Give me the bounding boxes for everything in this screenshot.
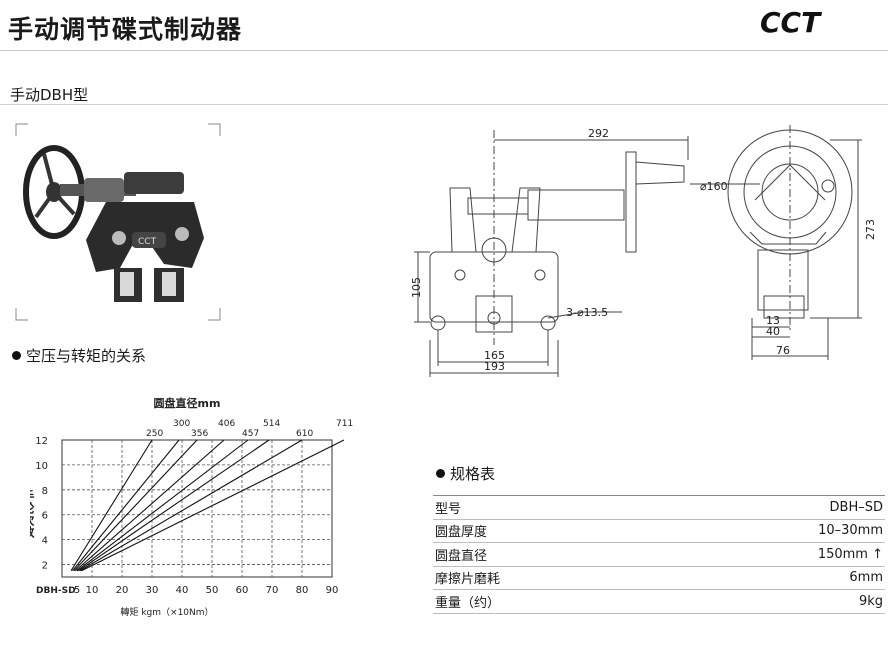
spec-section-heading: 规格表 (436, 463, 495, 484)
series-label: 457 (242, 429, 259, 439)
x-tick-label: 30 (146, 585, 159, 596)
series-line-457 (76, 439, 249, 572)
y-tick-label: 4 (42, 536, 48, 547)
series-label: 300 (173, 419, 190, 429)
spec-value: 6mm (658, 566, 885, 590)
bullet-icon (436, 469, 445, 478)
chart-series (70, 439, 344, 572)
model-heading: 手动DBH型 (10, 86, 89, 104)
series-label: 356 (191, 429, 208, 439)
cct-logo: CCT (760, 6, 822, 39)
spec-label: 重量（约） (433, 589, 659, 614)
dim-273: 273 (864, 219, 875, 240)
series-line-610 (79, 439, 303, 572)
spec-label: 摩擦片磨耗 (433, 566, 659, 590)
series-label: 406 (218, 419, 235, 429)
dim-holes: 3-⌀13.5 (566, 306, 608, 319)
spec-value: 150mm ↑ (658, 542, 885, 567)
x-tick-label: 60 (236, 585, 249, 596)
series-line-250 (70, 439, 153, 572)
y-axis-label: 手轮次数 (30, 489, 35, 539)
series-line-356 (73, 439, 198, 572)
dim-76: 76 (776, 344, 790, 357)
y-tick-label: 2 (42, 561, 48, 572)
spec-row: 重量（约）9kg (433, 589, 885, 614)
spec-value: 9kg (658, 589, 885, 614)
chart-title: 圆盘直径mm (154, 396, 221, 410)
x-tick-label: 10 (86, 585, 99, 596)
product-photo: CCT (15, 123, 221, 321)
dim-105: 105 (410, 277, 423, 298)
x-tick-label: 40 (176, 585, 189, 596)
x-axis-label: 轉矩 kgm（×10Nm） (120, 606, 213, 618)
x-tick-label: 80 (296, 585, 309, 596)
svg-text:CCT: CCT (760, 6, 822, 39)
y-tick-label: 12 (35, 436, 48, 447)
y-tick-label: 8 (42, 486, 48, 497)
header-divider (0, 50, 888, 51)
dim-13: 13 (766, 314, 780, 327)
series-label: 610 (296, 429, 313, 439)
x-tick-label: 5 (74, 585, 80, 596)
series-label: 711 (336, 419, 353, 429)
row-label: DBH-SD (36, 586, 76, 596)
chart-grid (61, 439, 333, 578)
dim-165: 165 (484, 349, 505, 362)
plot-frame (61, 439, 333, 578)
x-tick-label: 20 (116, 585, 129, 596)
spec-value: 10–30mm (658, 519, 885, 543)
series-line-711 (81, 439, 344, 572)
dim-d160: ⌀160 (700, 180, 728, 193)
dim-193: 193 (484, 360, 505, 373)
x-tick-label: 70 (266, 585, 279, 596)
dim-292: 292 (588, 127, 609, 140)
bullet-icon (12, 351, 21, 360)
handwheel-edge (625, 151, 637, 253)
subheader-divider (0, 104, 888, 105)
dim-40: 40 (766, 325, 780, 338)
series-line-406 (75, 439, 225, 572)
y-tick-label: 10 (35, 461, 48, 472)
spec-label: 圆盘直径 (433, 542, 659, 567)
spec-value: DBH–SD (658, 495, 885, 520)
series-label: 250 (146, 429, 163, 439)
y-tick-label: 6 (42, 511, 48, 522)
technical-drawing: 292 ⌀160 273 105 3-⌀13.5 165 193 13 40 7… (410, 125, 875, 377)
series-label: 514 (263, 419, 280, 429)
chart-section-heading: 空压与转矩的关系 (12, 345, 146, 366)
page-title: 手动调节碟式制动器 (8, 15, 243, 44)
series-line-300 (72, 439, 180, 572)
x-tick-label: 90 (326, 585, 339, 596)
spec-label: 型号 (433, 495, 659, 520)
series-line-514 (78, 439, 270, 572)
svg-text:CCT: CCT (138, 237, 157, 247)
spec-label: 圆盘厚度 (433, 519, 659, 543)
x-tick-label: 50 (206, 585, 219, 596)
